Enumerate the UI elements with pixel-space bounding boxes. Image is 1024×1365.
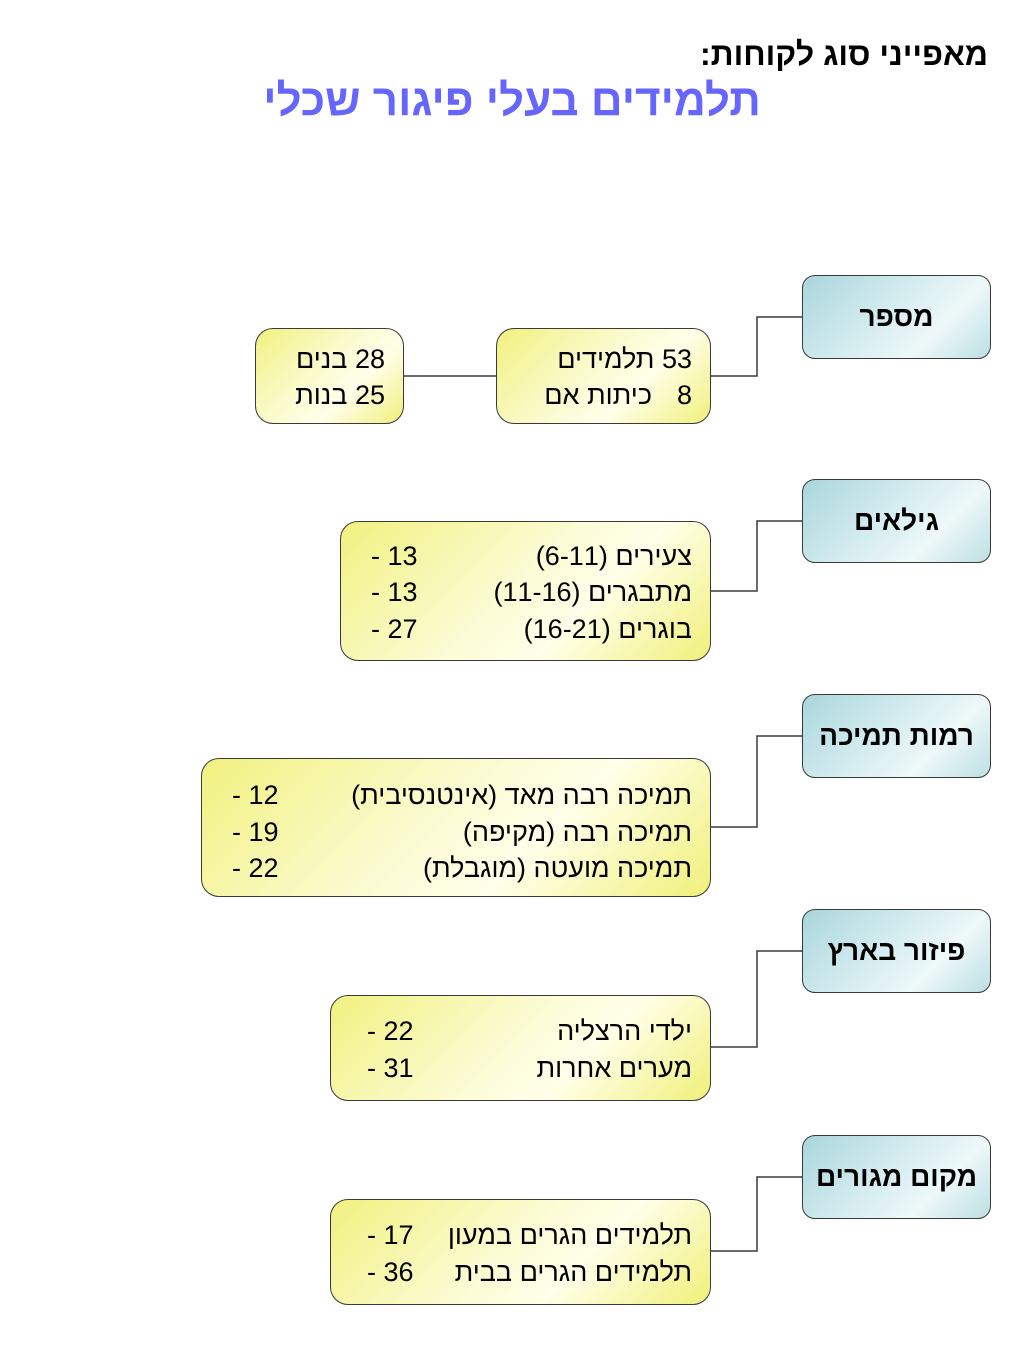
ages-label-young: צעירים (6-11) [535,541,692,571]
number-box: 53 תלמידים 8 כיתות אם [496,328,711,424]
ages-value-young: - 13 [371,541,418,571]
category-ages-label: גילאים [853,505,940,536]
ages-label-teen: מתבגרים (11-16) [493,577,692,607]
category-support-label: רמות תמיכה [819,720,974,751]
category-support: רמות תמיכה [802,694,991,778]
category-number: מספר [802,275,991,359]
gender-box: 28 בנים 25 בנות [255,328,404,424]
category-number-label: מספר [859,301,934,332]
distribution-box: ילדי הרצליה - 22 מערים אחרות - 31 [330,995,711,1101]
distribution-value-other: - 31 [367,1053,414,1083]
ages-box: צעירים (6-11) - 13 מתבגרים (11-16) - 13 … [340,521,711,661]
distribution-label-other: מערים אחרות [536,1053,692,1083]
distribution-value-herzliya: - 22 [367,1016,414,1046]
distribution-label-herzliya: ילדי הרצליה [557,1016,692,1046]
category-distribution: פיזור בארץ [802,909,991,993]
residence-label-home: תלמידים הגרים בבית [454,1257,692,1287]
support-label-intensive: תמיכה רבה מאד (אינטנסיבית) [351,780,692,810]
connector-support [711,735,802,828]
support-value-extensive: - 19 [232,817,279,847]
residence-value-home: - 36 [367,1257,414,1287]
support-label-limited: תמיכה מועטה (מוגבלת) [423,853,692,883]
ages-value-teen: - 13 [371,577,418,607]
residence-label-dorm: תלמידים הגרים במעון [447,1220,692,1250]
support-label-extensive: תמיכה רבה (מקיפה) [462,817,692,847]
residence-value-dorm: - 17 [367,1220,414,1250]
category-distribution-label: פיזור בארץ [827,935,966,966]
girls-count: 25 בנות [295,380,385,410]
connector-ages [711,520,802,592]
category-ages: גילאים [802,479,991,563]
support-value-intensive: - 12 [232,780,279,810]
page-title: תלמידים בעלי פיגור שכלי [263,76,761,125]
ages-value-adult: - 27 [371,614,418,644]
classes-label: כיתות אם [544,380,652,410]
heading: מאפייני סוג לקוחות: [699,36,988,72]
connector-distribution [711,950,802,1048]
boys-count: 28 בנים [296,344,385,374]
ages-label-adult: בוגרים (16-21) [523,614,692,644]
category-residence-label: מקום מגורים [815,1161,978,1192]
students-count: 53 תלמידים [557,344,692,374]
classes-count: 8 [676,380,692,410]
category-residence: מקום מגורים [802,1135,991,1219]
residence-box: תלמידים הגרים במעון - 17 תלמידים הגרים ב… [330,1199,711,1305]
support-box: תמיכה רבה מאד (אינטנסיבית) - 12 תמיכה רב… [201,758,711,897]
connector-number [711,316,802,377]
support-value-limited: - 22 [232,853,279,883]
connector-residence [711,1176,802,1252]
